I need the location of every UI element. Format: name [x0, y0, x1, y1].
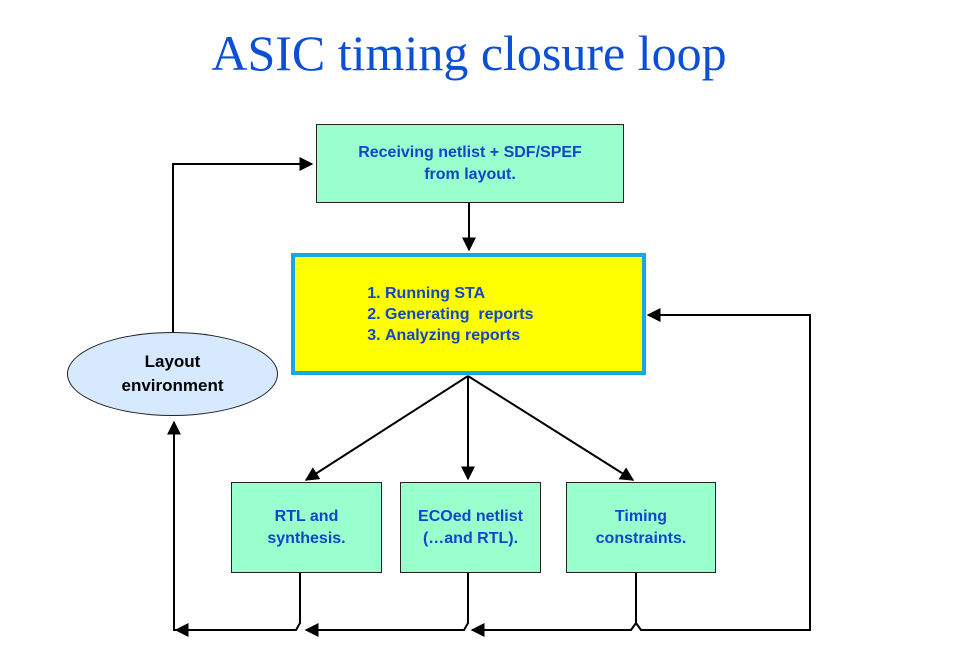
edge-eco-to-bus	[304, 573, 469, 637]
node-eco-line-2: (…and RTL).	[422, 529, 519, 547]
node-layout-line-2: environment	[121, 376, 224, 395]
node-rtl-line-1: RTL and	[274, 507, 339, 525]
node-layout-environment: Layout environment	[67, 332, 278, 416]
node-tc-line-1: Timing	[614, 507, 668, 525]
node-eco-line-1: ECOed netlist	[418, 507, 523, 525]
diagram-title: ASIC timing closure loop	[211, 25, 727, 81]
sta-step-1: Running STA	[385, 283, 533, 304]
node-sta: Running STA Generating reports Analyzing…	[291, 253, 646, 375]
edge-sta-to-constraints	[467, 375, 635, 481]
node-tc-line-2: constraints.	[595, 529, 687, 547]
node-eco-netlist: ECOed netlist (…and RTL).	[400, 482, 541, 573]
node-receive-line-2: from layout.	[424, 165, 516, 183]
node-timing-constraints: Timing constraints.	[566, 482, 716, 573]
edge-layout-to-receive	[172, 157, 314, 332]
node-rtl-synthesis: RTL and synthesis.	[231, 482, 382, 573]
sta-step-3: Analyzing reports	[385, 325, 533, 346]
node-receive-line-1: Receiving netlist + SDF/SPEF	[358, 143, 582, 161]
node-receive-netlist: Receiving netlist + SDF/SPEF from layout…	[316, 124, 624, 203]
edge-constraints-to-bus	[470, 573, 637, 637]
sta-step-2: Generating reports	[385, 304, 533, 325]
node-layout-line-1: Layout	[144, 352, 201, 371]
edge-sta-to-rtl	[304, 375, 469, 481]
edge-constraints-to-sta	[635, 308, 811, 631]
node-rtl-line-2: synthesis.	[267, 529, 346, 547]
